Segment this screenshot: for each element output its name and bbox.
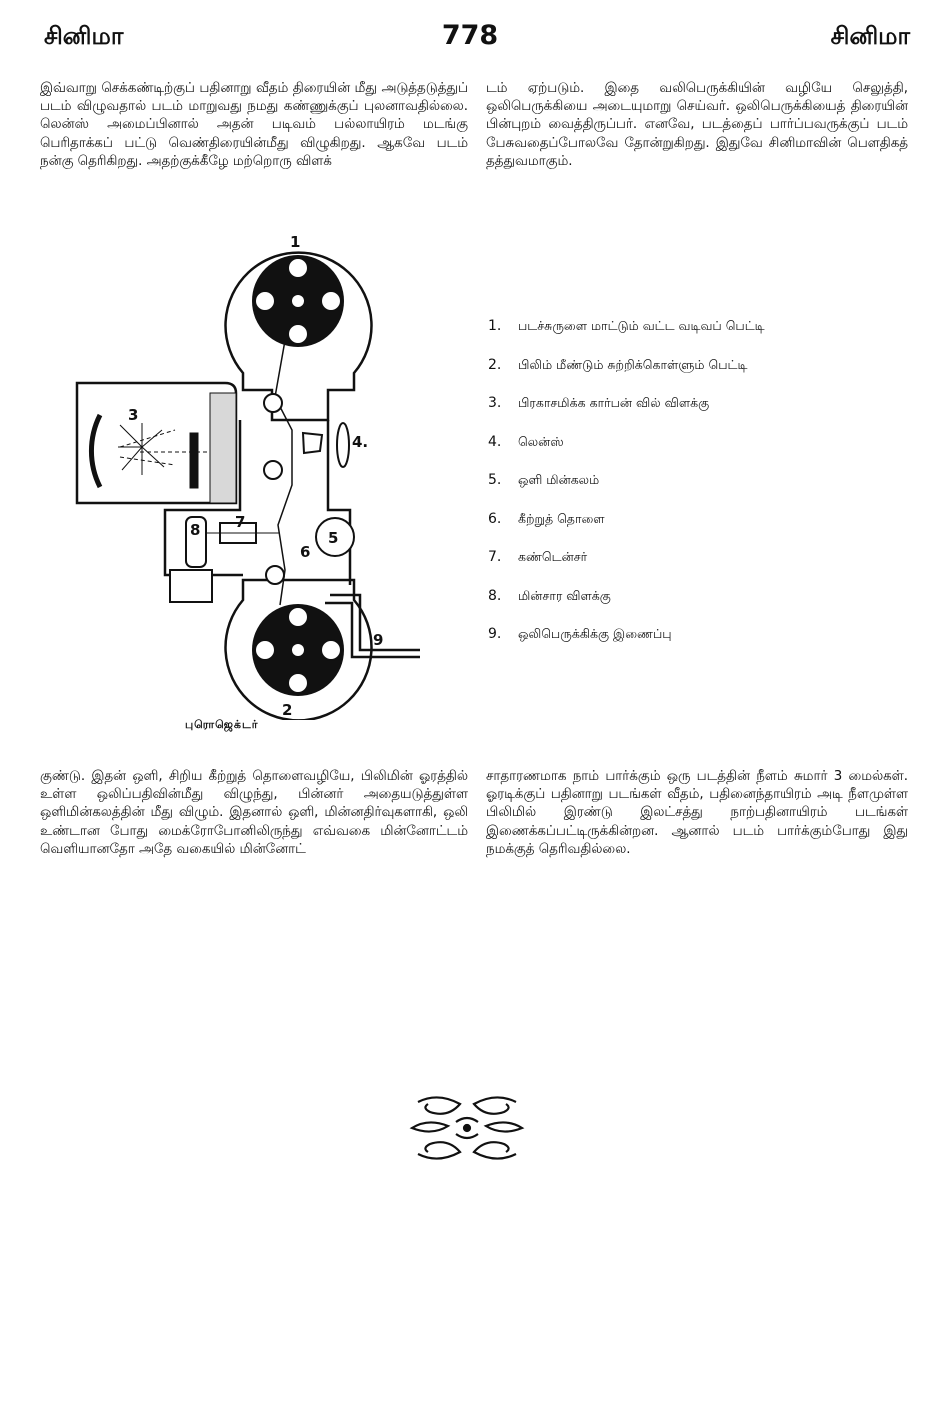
legend-text: ஒளி மின்கலம் [518,472,600,487]
decorative-ornament [409,1096,525,1160]
paragraph: சாதாரணமாக நாம் பார்க்கும் ஒரு படத்தின் ந… [486,769,908,857]
diagram-label: 3 [128,406,138,424]
legend-text: ஒலிபெருக்கிக்கு இணைப்பு [518,626,672,641]
text-column-bottom-left: குண்டு. இதன் ஒளி, சிறிய கீற்றுத் தொளைவழி… [40,768,468,859]
lower-reel [252,604,344,696]
diagram-label: 8 [190,521,200,539]
projector-diagram: 1 2 3 4. 5 6 7 8 9 [75,233,420,720]
legend-number: 7. [488,549,502,565]
text-column-top-right: டம் ஏற்படும். இதை வலிபெருக்கியின் வழியே … [486,80,908,171]
diagram-label: 2 [282,701,292,719]
paragraph: இவ்வாறு செக்கண்டிற்குப் பதினாறு வீதம் தி… [40,81,468,169]
upper-reel [252,255,344,347]
legend-number: 6. [488,510,502,527]
legend-item: 7. கண்டென்சர் [488,549,765,588]
text-column-top-left: இவ்வாறு செக்கண்டிற்குப் பதினாறு வீதம் தி… [40,80,468,171]
legend-text: லென்ஸ் [518,433,564,449]
text-column-bottom-right: சாதாரணமாக நாம் பார்க்கும் ஒரு படத்தின் ந… [486,768,908,859]
legend-number: 9. [488,626,502,642]
diagram-label: 1 [290,233,300,251]
legend-text: கீற்றுத் தொளை [518,510,605,526]
legend-number: 5. [488,472,502,488]
legend-item: 4. லென்ஸ் [488,434,765,473]
running-header-right: சினிமா [830,22,910,50]
diagram-caption: புரொஜெக்டர் [185,718,259,731]
legend-item: 8. மின்சார விளக்கு [488,588,765,627]
legend-number: 2. [488,356,502,373]
paragraph: டம் ஏற்படும். இதை வலிபெருக்கியின் வழியே … [486,81,908,169]
legend-number: 1. [488,318,502,334]
legend-item: 2. பிலிம் மீண்டும் சுற்றிக்கொள்ளும் பெட்ட… [488,357,765,396]
diagram-legend: 1. படச்சுருளை மாட்டும் வட்ட வடிவப் பெட்டி… [488,318,765,665]
legend-item: 5. ஒளி மின்கலம் [488,472,765,511]
diagram-label: 5 [328,529,338,547]
legend-text: மின்சார விளக்கு [518,587,611,603]
legend-item: 1. படச்சுருளை மாட்டும் வட்ட வடிவப் பெட்டி [488,318,765,357]
diagram-label: 4. [352,433,368,451]
legend-item: 3. பிரகாசமிக்க கார்பன் வில் விளக்கு [488,395,765,434]
legend-text: பிலிம் மீண்டும் சுற்றிக்கொள்ளும் பெட்டி [518,356,748,372]
diagram-label: 7 [235,513,245,531]
diagram-label: 6 [300,543,310,561]
legend-number: 4. [488,433,502,450]
lamp-rays [118,423,165,475]
legend-item: 9. ஒலிபெருக்கிக்கு இணைப்பு [488,626,765,665]
legend-text: படச்சுருளை மாட்டும் வட்ட வடிவப் பெட்டி [518,318,765,333]
running-header-left: சினிமா [44,22,124,50]
legend-number: 3. [488,395,502,411]
legend-text: கண்டென்சர் [518,549,588,564]
legend-number: 8. [488,587,502,604]
page-number: 778 [441,20,499,51]
diagram-label: 9 [373,631,383,649]
paragraph: குண்டு. இதன் ஒளி, சிறிய கீற்றுத் தொளைவழி… [40,769,468,857]
legend-text: பிரகாசமிக்க கார்பன் வில் விளக்கு [518,395,710,410]
legend-item: 6. கீற்றுத் தொளை [488,511,765,550]
